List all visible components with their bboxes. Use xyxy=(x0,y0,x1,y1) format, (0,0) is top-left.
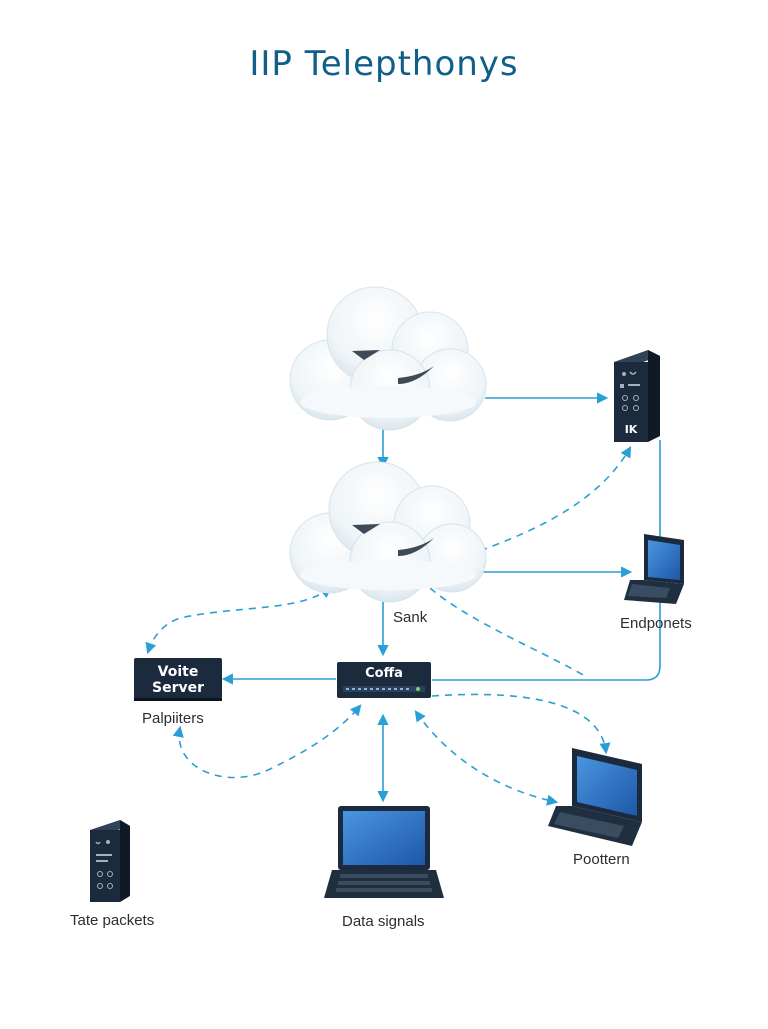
label-palpiters: Palpiiters xyxy=(142,710,204,727)
label-tate-packets: Tate packets xyxy=(70,912,155,929)
label-poottern: Poottern xyxy=(573,851,630,868)
voice-server-label: Voite Server xyxy=(134,664,222,696)
server-badge: IK xyxy=(624,423,638,436)
dashed-voice-to-switch xyxy=(172,704,362,779)
server-tower-top-icon xyxy=(614,350,660,442)
page-title: IIP Telepthonys xyxy=(249,44,519,84)
server-tower-bottom-icon xyxy=(90,820,130,902)
server-to-switch-line xyxy=(432,440,661,681)
dashed-cloud-to-switch xyxy=(429,587,586,677)
laptop-data-signals-icon xyxy=(324,806,444,898)
dashed-switch-to-poottern xyxy=(414,710,559,806)
dashed-cloud-to-voice xyxy=(145,586,332,655)
voice-server-line1: Voite xyxy=(157,664,199,680)
laptop-endpoints-icon xyxy=(624,534,684,604)
cloud-middle xyxy=(289,461,487,603)
dashed-cloud-to-server xyxy=(467,446,632,556)
switch-box xyxy=(337,662,431,698)
switch-label: Coffa xyxy=(365,666,403,681)
cloud-top xyxy=(289,286,487,431)
voice-server-box xyxy=(134,658,222,701)
laptop-poottern-icon xyxy=(548,748,642,846)
dashed-switch-to-laptop xyxy=(431,693,611,755)
label-data-signals: Data signals xyxy=(342,913,425,930)
voice-server-line2: Server xyxy=(151,680,204,696)
label-sank: Sank xyxy=(393,609,428,626)
label-endpoints: Endponets xyxy=(620,615,692,632)
